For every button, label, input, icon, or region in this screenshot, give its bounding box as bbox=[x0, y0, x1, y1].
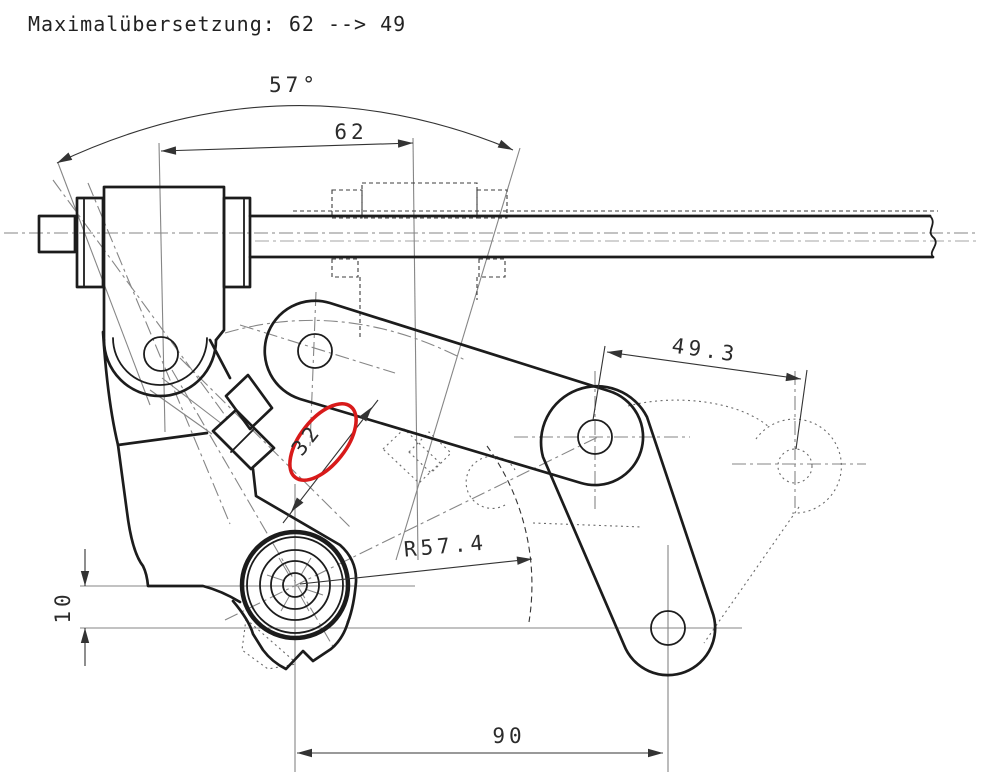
axis-b-to-pulley bbox=[224, 435, 601, 621]
axis-a-to-pulley bbox=[171, 369, 336, 651]
arrow-10-top bbox=[80, 571, 90, 586]
screw-axis bbox=[179, 357, 351, 528]
pivot-hole-b bbox=[577, 419, 613, 455]
highlight-ellipse bbox=[288, 402, 358, 482]
part-outlines bbox=[37, 185, 937, 677]
arrow-90-left bbox=[297, 748, 312, 758]
label-dim-10: 10 bbox=[51, 590, 75, 623]
angle-extension-right bbox=[395, 147, 521, 561]
dim-line-49-3 bbox=[606, 351, 802, 380]
label-angle-57: 57° bbox=[269, 73, 319, 97]
label-dim-62: 62 bbox=[334, 120, 367, 144]
pulley-outer-ring bbox=[239, 529, 351, 641]
hidden-tab-top-right bbox=[476, 189, 508, 219]
phantom-cage-edge bbox=[703, 506, 800, 644]
dimension-arrows bbox=[55, 138, 802, 758]
clamp-body-u bbox=[102, 338, 218, 398]
radius-arc-r57-4 bbox=[486, 445, 533, 623]
hidden-tab-top-left bbox=[331, 189, 363, 219]
upper-link bbox=[263, 299, 645, 487]
phantom-boss-arc bbox=[465, 455, 516, 509]
upper-link-hole-a bbox=[297, 333, 333, 369]
phantom-pivot-hole bbox=[777, 448, 813, 484]
label-dim-r57-4: R57.4 bbox=[403, 530, 488, 561]
arrow-62-left bbox=[160, 146, 177, 156]
swing-arc bbox=[224, 319, 466, 361]
arrow-49-3-left bbox=[606, 347, 623, 359]
clamp-nut-right bbox=[222, 196, 252, 289]
arrow-57-right bbox=[497, 139, 515, 154]
body-plate-outline bbox=[101, 330, 242, 604]
anchor-screw-head bbox=[224, 373, 274, 431]
pivot-hole-a bbox=[143, 336, 179, 372]
phantom-link-end bbox=[755, 418, 842, 514]
clamp-body bbox=[102, 185, 226, 342]
arrow-90-right bbox=[648, 748, 663, 758]
dim-line-62 bbox=[160, 142, 414, 152]
angle-dim-arc bbox=[56, 105, 514, 164]
body-neck bbox=[208, 338, 232, 380]
pivot-hole-c bbox=[650, 610, 686, 646]
cable-pulley bbox=[239, 529, 351, 641]
hidden-clamp-block bbox=[361, 182, 478, 219]
arrow-49-3-right bbox=[785, 372, 802, 384]
arrow-57-left bbox=[55, 152, 73, 167]
pivot-diagonal-2 bbox=[52, 179, 231, 423]
dimensions bbox=[56, 105, 808, 754]
dim-ext-49-3-right bbox=[795, 369, 808, 450]
dim-line-r57-4 bbox=[299, 558, 533, 585]
cage-tail bbox=[231, 599, 350, 671]
pivot-diagonal-1 bbox=[87, 182, 231, 525]
hidden-geometry bbox=[293, 182, 938, 340]
phantom-bolt-body bbox=[382, 428, 441, 484]
body-plate-inner-edge bbox=[116, 431, 209, 447]
dim-ext-49-3-left bbox=[592, 345, 606, 421]
clamp-bolt-end bbox=[37, 214, 77, 254]
rod-break-symbol bbox=[929, 215, 937, 258]
pulley-spokes bbox=[266, 557, 324, 612]
clamp-vertical-centerline bbox=[158, 142, 166, 433]
anchor-screw-split bbox=[230, 429, 254, 453]
arrow-10-bottom bbox=[80, 628, 90, 643]
link-a-cross bbox=[239, 324, 396, 374]
cage-right-edge bbox=[251, 467, 358, 624]
hidden-tab-bottom-right bbox=[478, 258, 506, 278]
drawing-title: Maximalübersetzung: 62 --> 49 bbox=[28, 12, 406, 36]
phantom-cage-bottom bbox=[532, 522, 643, 528]
lower-link bbox=[539, 384, 717, 677]
hidden-tab-bottom-left bbox=[331, 258, 359, 278]
anchor-screw-body bbox=[211, 408, 276, 471]
arrow-62-right bbox=[397, 138, 414, 148]
phantom-link-edge bbox=[627, 399, 771, 429]
label-dim-49-3: 49.3 bbox=[670, 334, 739, 367]
clamp-body-u-inner bbox=[112, 337, 208, 386]
label-dim-90: 90 bbox=[492, 724, 525, 748]
spring-line-2 bbox=[161, 377, 223, 425]
